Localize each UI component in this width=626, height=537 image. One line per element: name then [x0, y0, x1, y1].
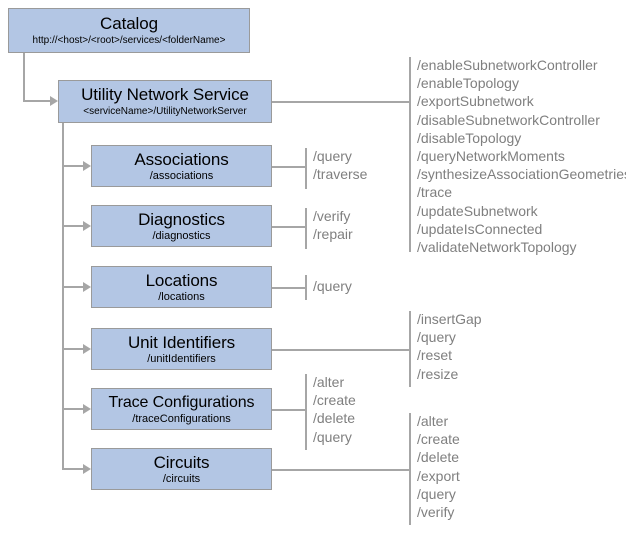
node-circuits-path: /circuits	[162, 472, 201, 485]
node-trace-configurations[interactable]: Trace Configurations /traceConfiguration…	[91, 388, 272, 430]
operation-item: /delete	[417, 449, 460, 466]
operations-list-service: /enableSubnetworkController/enableTopolo…	[417, 56, 626, 256]
operation-item: /repair	[313, 226, 353, 243]
connector-associations-to-operations	[272, 166, 307, 168]
operation-item: /updateSubnetwork	[417, 202, 538, 219]
operation-item: /create	[313, 392, 356, 409]
node-catalog[interactable]: Catalog http://<host>/<root>/services/<f…	[8, 8, 250, 53]
operation-item: /query	[313, 428, 352, 445]
operations-bracket-associations	[305, 148, 307, 189]
node-unit-identifiers[interactable]: Unit Identifiers /unitIdentifiers	[91, 328, 272, 370]
node-associations[interactable]: Associations /associations	[91, 145, 272, 187]
node-diagnostics-title: Diagnostics	[138, 209, 225, 229]
connector-to-unit-identifiers	[62, 348, 83, 350]
node-associations-title: Associations	[134, 149, 229, 169]
node-diagnostics[interactable]: Diagnostics /diagnostics	[91, 205, 272, 247]
operation-item: /export	[417, 467, 460, 484]
operation-item: /exportSubnetwork	[417, 93, 534, 110]
operation-item: /query	[313, 148, 352, 164]
node-catalog-path: http://<host>/<root>/services/<folderNam…	[32, 35, 226, 46]
operation-item: /disableTopology	[417, 129, 522, 146]
node-trace-configurations-title: Trace Configurations	[108, 393, 255, 411]
node-utility-network-service-title: Utility Network Service	[81, 85, 249, 104]
node-utility-network-service-path: <serviceName>/UtilityNetworkServer	[83, 106, 247, 117]
arrowhead-service	[50, 96, 58, 106]
arrowhead-circuits	[83, 464, 91, 474]
node-circuits-title: Circuits	[153, 452, 210, 472]
connector-service-trunk	[62, 123, 64, 468]
connector-trace-configurations-to-operations	[272, 409, 307, 411]
operation-item: /trace	[417, 184, 453, 201]
connector-to-circuits	[62, 468, 83, 470]
connector-diagnostics-to-operations	[272, 226, 307, 228]
operation-item: /verify	[417, 504, 455, 521]
node-locations[interactable]: Locations /locations	[91, 266, 272, 308]
operation-item: /insertGap	[417, 311, 482, 327]
connector-to-trace-configurations	[62, 408, 83, 410]
operation-item: /disableSubnetworkController	[417, 111, 600, 128]
arrowhead-diagnostics	[83, 221, 91, 231]
node-trace-configurations-path: /traceConfigurations	[132, 412, 231, 425]
operation-item: /synthesizeAssociationGeometries	[417, 166, 626, 183]
operations-bracket-trace-configurations	[305, 374, 307, 450]
operation-item: /enableSubnetworkController	[417, 57, 598, 73]
operations-list-trace-configurations: /alter/create/delete/query	[313, 373, 356, 446]
operations-list-locations: /query	[313, 277, 352, 295]
operations-bracket-diagnostics	[305, 208, 307, 249]
operation-item: /enableTopology	[417, 75, 519, 92]
operations-list-associations: /query/traverse	[313, 147, 367, 183]
operations-list-unit-identifiers: /insertGap/query/reset/resize	[417, 310, 482, 383]
connector-unit-identifiers-to-operations	[272, 349, 411, 351]
node-associations-path: /associations	[149, 169, 214, 182]
node-locations-title: Locations	[145, 270, 218, 290]
operation-item: /create	[417, 431, 460, 448]
operations-bracket-unit-identifiers	[409, 311, 411, 387]
operation-item: /query	[417, 485, 456, 502]
operations-list-diagnostics: /verify/repair	[313, 207, 353, 243]
connector-catalog-to-service-horizontal	[23, 100, 50, 102]
arrowhead-trace-configurations	[83, 404, 91, 414]
node-utility-network-service[interactable]: Utility Network Service <serviceName>/Ut…	[58, 80, 272, 123]
arrowhead-locations	[83, 282, 91, 292]
operation-item: /queryNetworkMoments	[417, 148, 565, 165]
operation-item: /reset	[417, 347, 453, 364]
operation-item: /delete	[313, 410, 356, 427]
connector-locations-to-operations	[272, 287, 307, 289]
node-circuits[interactable]: Circuits /circuits	[91, 448, 272, 490]
connector-service-to-operations	[272, 101, 411, 103]
operation-item: /alter	[313, 374, 345, 390]
operations-bracket-service	[409, 57, 411, 252]
connector-to-locations	[62, 286, 83, 288]
operations-list-circuits: /alter/create/delete/export/query/verify	[417, 412, 460, 521]
connector-to-diagnostics	[62, 225, 83, 227]
operation-item: /verify	[313, 208, 351, 224]
connector-catalog-to-service-vertical	[23, 53, 25, 101]
node-diagnostics-path: /diagnostics	[152, 229, 211, 242]
operation-item: /alter	[417, 413, 449, 429]
operation-item: /updateIsConnected	[417, 220, 543, 237]
node-unit-identifiers-path: /unitIdentifiers	[147, 352, 216, 365]
operations-bracket-circuits	[409, 413, 411, 525]
arrowhead-unit-identifiers	[83, 344, 91, 354]
arrowhead-associations	[83, 161, 91, 171]
operation-item: /query	[417, 329, 456, 346]
operations-bracket-locations	[305, 275, 307, 300]
operation-item: /resize	[417, 365, 459, 382]
node-locations-path: /locations	[158, 290, 205, 303]
connector-to-associations	[62, 165, 83, 167]
operation-item: /traverse	[313, 166, 368, 183]
operation-item: /validateNetworkTopology	[417, 239, 577, 256]
node-unit-identifiers-title: Unit Identifiers	[127, 332, 236, 352]
node-catalog-title: Catalog	[100, 14, 158, 33]
connector-circuits-to-operations	[272, 469, 411, 471]
operation-item: /query	[313, 278, 352, 294]
